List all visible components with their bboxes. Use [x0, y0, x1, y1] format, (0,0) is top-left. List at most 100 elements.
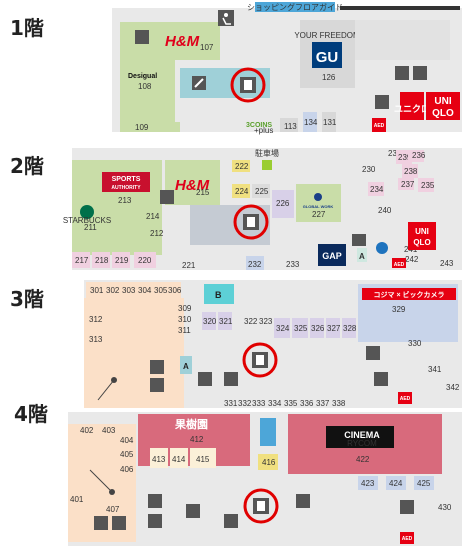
- aed-icon-4f: AED: [402, 536, 413, 542]
- room-312: 312: [89, 315, 103, 324]
- restroom-icon-1f: [135, 30, 149, 44]
- store-desigual[interactable]: [120, 60, 175, 122]
- room-341: 341: [428, 365, 442, 374]
- uniqlo-logo-1f: [426, 92, 460, 120]
- floor-2-map: SPORTS AUTHORITY 213 214 STARBUCKS 211 2…: [63, 148, 462, 270]
- uniqlo-logo-2f: [408, 222, 436, 250]
- room-334: 334: [268, 399, 282, 408]
- starbucks-text: STARBUCKS: [63, 216, 111, 225]
- room-302: 302: [106, 286, 120, 295]
- room-126: 126: [322, 73, 336, 82]
- global-work-logo: GLOBAL WORK: [303, 204, 334, 209]
- floor-label-1f: 1階: [10, 16, 44, 40]
- b-marker-3f: B: [215, 290, 222, 300]
- room-134: 134: [304, 118, 318, 127]
- room-407: 407: [106, 505, 120, 514]
- room-225: 225: [255, 187, 269, 196]
- room-324: 324: [276, 324, 290, 333]
- room-403: 403: [102, 426, 116, 435]
- escalator-icon-1f-right: [395, 66, 409, 80]
- room-217: 217: [75, 256, 89, 265]
- room-422: 422: [356, 455, 370, 464]
- restroom-icon-4f: [148, 514, 162, 528]
- sports-logo-line2: AUTHORITY: [111, 185, 141, 191]
- store-hm-2f[interactable]: [165, 160, 220, 205]
- restaurant-logo: 果樹園: [174, 417, 208, 431]
- room-306: 306: [168, 286, 182, 295]
- room-405: 405: [120, 450, 134, 459]
- stairs-icon-4f: [148, 494, 162, 508]
- room-214: 214: [146, 212, 160, 221]
- room-416: 416: [262, 458, 276, 467]
- location-marker-1f: [230, 67, 266, 103]
- kojima-logo-text: コジマ × ビックカメラ: [374, 290, 445, 299]
- wheelchair-icon-4f: [296, 494, 310, 508]
- room-303: 303: [122, 286, 136, 295]
- room-424: 424: [389, 479, 403, 488]
- room-243: 243: [440, 259, 454, 268]
- room-406: 406: [120, 465, 134, 474]
- room-401: 401: [70, 495, 84, 504]
- room-413: 413: [152, 455, 166, 464]
- room-412: 412: [190, 435, 204, 444]
- 3coins-sub: +plus: [254, 126, 273, 135]
- hm-logo-2f: H&M: [175, 177, 210, 194]
- floor-label-3f: 3階: [10, 287, 44, 311]
- location-marker-3f: [242, 342, 278, 378]
- kiosk-icon-4f: [260, 418, 276, 446]
- room-305: 305: [154, 286, 168, 295]
- room-414: 414: [172, 455, 186, 464]
- aed-icon-2f: AED: [394, 262, 405, 268]
- sports-logo-line1: SPORTS: [112, 176, 141, 183]
- room-213: 213: [118, 196, 132, 205]
- room-131: 131: [323, 118, 337, 127]
- store-global-work[interactable]: [296, 184, 341, 222]
- room-313: 313: [89, 335, 103, 344]
- room-301: 301: [90, 286, 104, 295]
- room-212: 212: [150, 229, 164, 238]
- room-430: 430: [438, 503, 452, 512]
- escalator-icon-3f: [198, 372, 212, 386]
- room-237: 237: [401, 180, 415, 189]
- room-218: 218: [95, 256, 109, 265]
- room-215: 215: [196, 188, 210, 197]
- room-239: 239: [398, 153, 412, 162]
- room-304: 304: [138, 286, 152, 295]
- room-330: 330: [408, 339, 422, 348]
- room-328: 328: [343, 324, 357, 333]
- floor-4-map: 402 403 404 405 406 401 407 果樹園 412 413 …: [68, 412, 462, 546]
- wheelchair-icon-1f: [218, 10, 234, 26]
- room-107: 107: [200, 43, 214, 52]
- room-323: 323: [259, 317, 273, 326]
- room-232: 232: [248, 260, 262, 269]
- room-108: 108: [138, 82, 152, 91]
- room-242: 242: [405, 255, 419, 264]
- stairs-icon-4f-left: [112, 516, 126, 530]
- room-331: 331: [224, 399, 238, 408]
- room-240: 240: [378, 206, 392, 215]
- room-226: 226: [276, 199, 290, 208]
- room-320: 320: [203, 317, 217, 326]
- location-marker-4f: [243, 488, 279, 524]
- room-415: 415: [196, 455, 210, 464]
- room-233: 233: [286, 260, 300, 269]
- gu-tagline: YOUR FREEDOM: [294, 31, 360, 40]
- escalator-icon-2f: [160, 190, 174, 204]
- restroom-icon-3f-right: [374, 372, 388, 386]
- room-221: 221: [182, 261, 196, 270]
- room-220: 220: [138, 256, 152, 265]
- room-234: 234: [370, 185, 384, 194]
- kojima-logo: [362, 288, 456, 300]
- room-333: 333: [252, 399, 266, 408]
- room-236: 236: [412, 151, 426, 160]
- room-227: 227: [312, 210, 326, 219]
- escalator-icon-4f-right: [400, 500, 414, 514]
- room-337: 337: [316, 399, 330, 408]
- cinema-logo: [326, 426, 394, 448]
- gu-logo: [312, 42, 342, 68]
- room-404: 404: [120, 436, 134, 445]
- starbucks-logo: [80, 205, 94, 219]
- room-211: 211: [84, 223, 97, 232]
- desigual-logo: Desigual: [128, 73, 157, 80]
